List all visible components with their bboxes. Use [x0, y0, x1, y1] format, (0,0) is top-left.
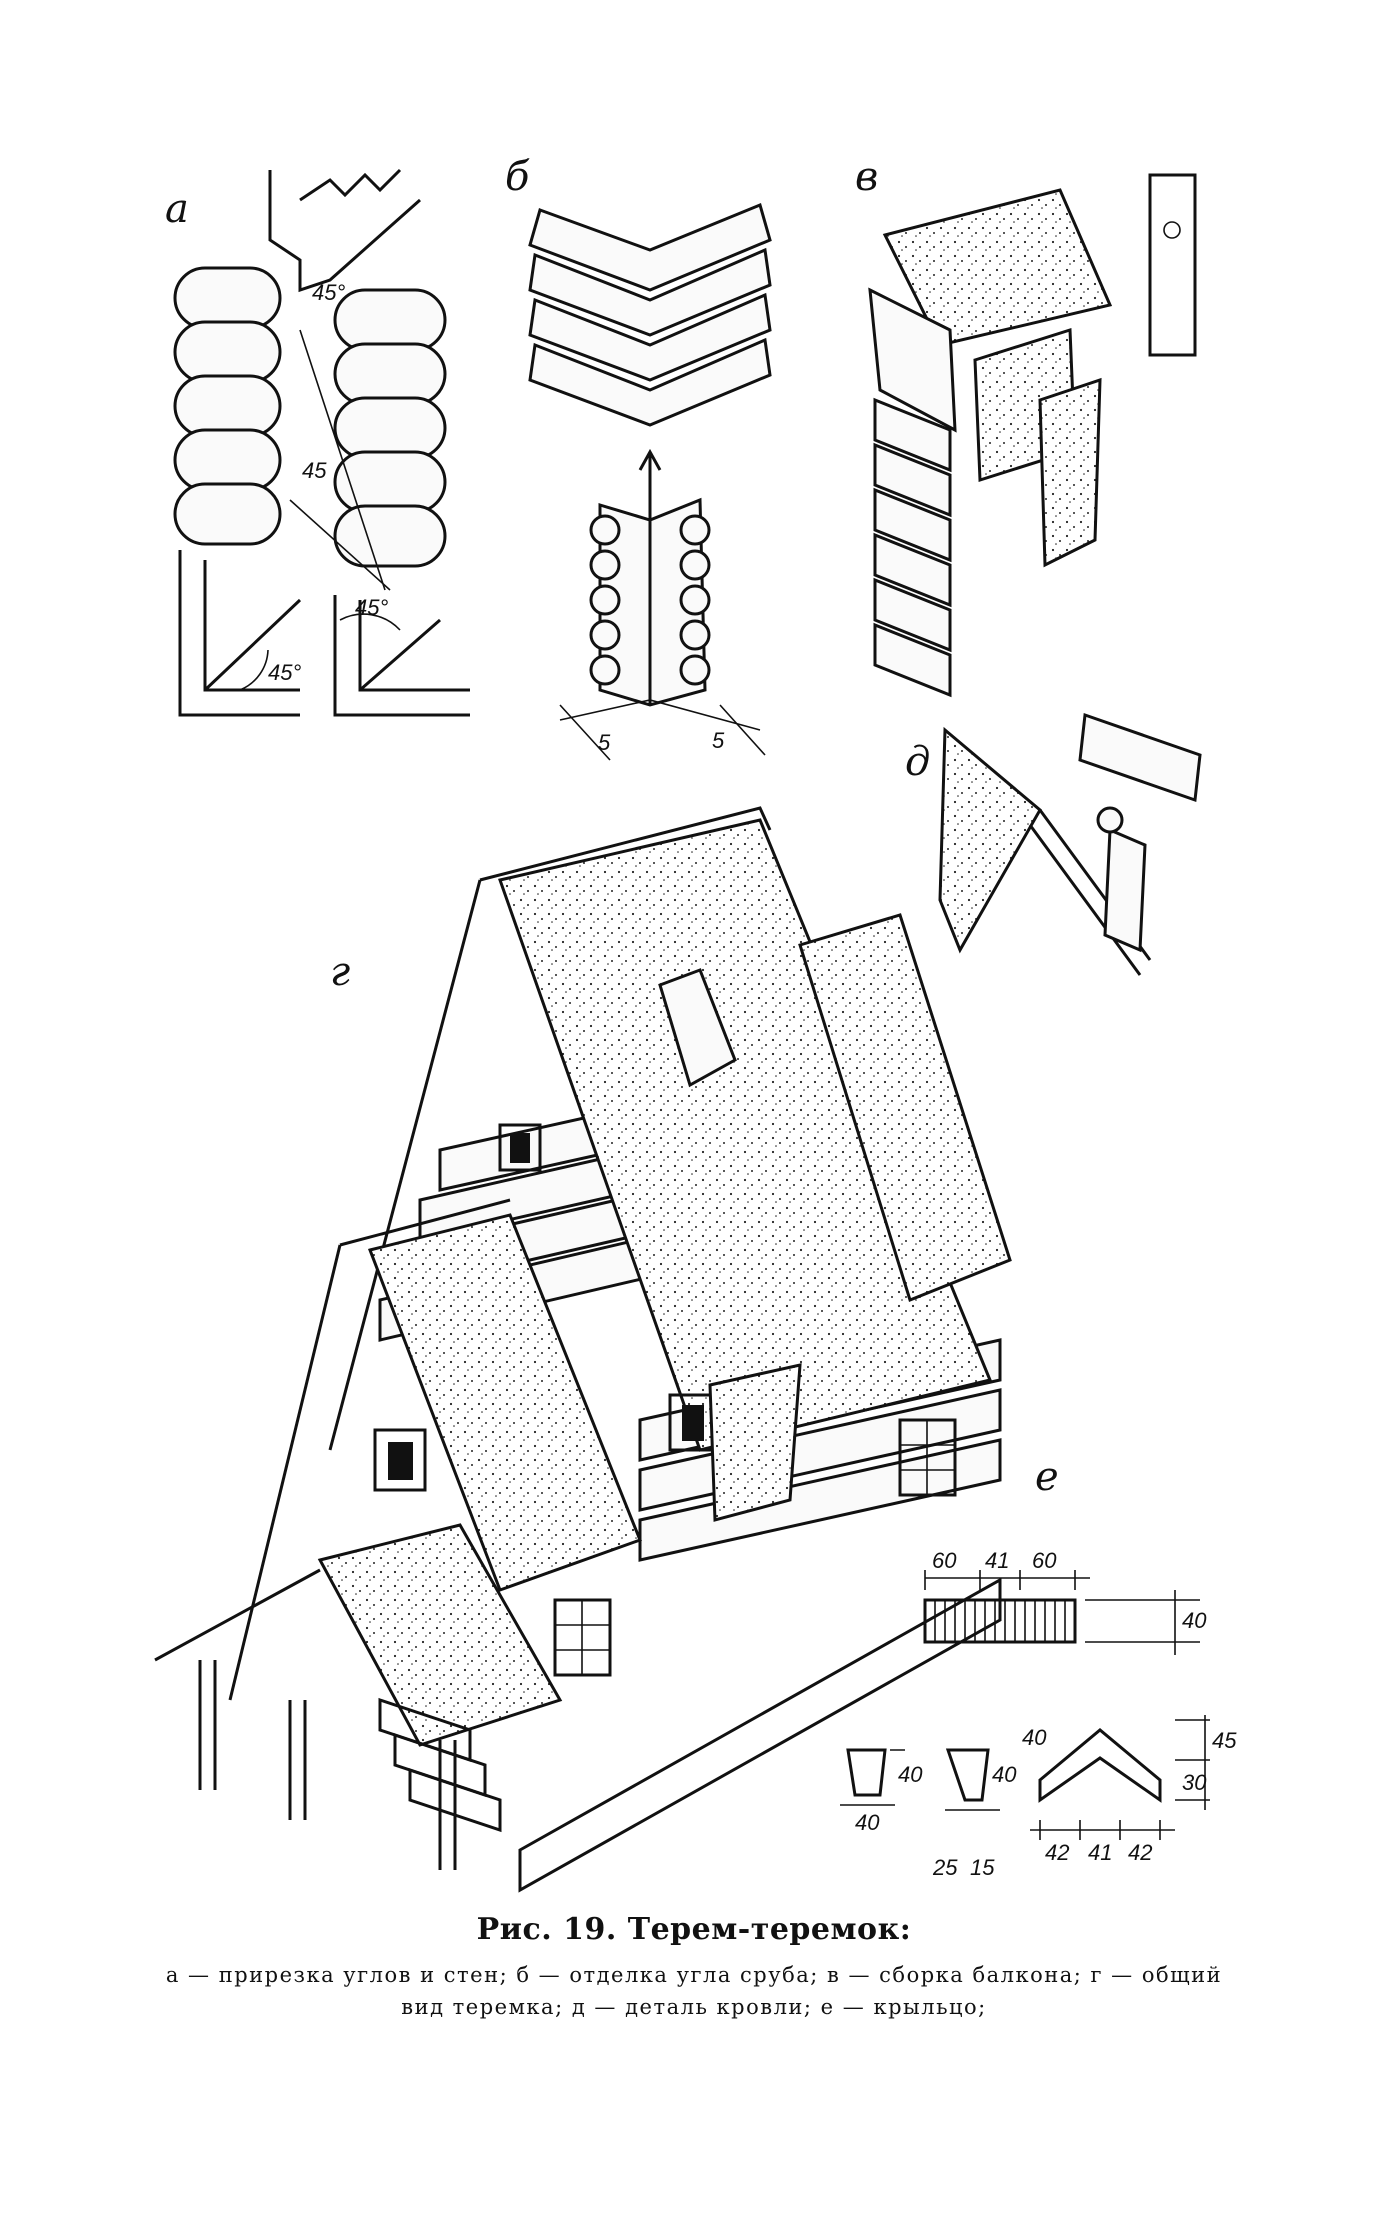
- dim-e-arch-w1: 42: [1045, 1840, 1069, 1865]
- angle-label-mid: 45: [302, 458, 327, 483]
- bracket-hole: [1096, 806, 1124, 834]
- window-upper: [498, 1123, 542, 1172]
- main-gable-edge: [328, 879, 482, 1451]
- dim-e-wedge-w2: 15: [970, 1855, 995, 1880]
- arrow-head: [638, 448, 662, 471]
- dim-tick-a: [559, 704, 611, 761]
- dim-corner-a: 5: [598, 730, 611, 755]
- caption-legend-line-1: а — прирезка углов и стен; б — отделка у…: [165, 1963, 1223, 1987]
- porch-posts: [198, 1660, 457, 1870]
- drawing-svg: а: [154, 154, 1237, 1893]
- dim-e-arch-h3: 30: [1182, 1770, 1207, 1795]
- leader-line-1: [299, 329, 386, 591]
- panel-label-a: а: [165, 186, 189, 232]
- log-stack-left: [173, 266, 282, 546]
- front-gable-ridge: [339, 1198, 511, 1247]
- dim-e-wedge-w1: 25: [932, 1855, 958, 1880]
- panel-a: а: [165, 168, 470, 717]
- porch-roof: [317, 1523, 563, 1747]
- ridge-log: [1078, 712, 1202, 803]
- panel-g: г: [154, 806, 1012, 1893]
- dim-e-height: 40: [1182, 1608, 1207, 1633]
- angle-label-corner-left: 45°: [268, 660, 301, 685]
- panel-d: д: [905, 712, 1202, 976]
- dim-e-small-w: 40: [855, 1810, 880, 1835]
- dim-e-top-2: 41: [985, 1548, 1009, 1573]
- porch-board-drawing: [923, 1570, 1200, 1655]
- baluster-ornament: [1163, 221, 1181, 239]
- porch-wedge: [945, 1748, 1000, 1811]
- leader-line-2: [289, 499, 391, 591]
- corner-detail-right: 45°: [333, 595, 470, 717]
- bracket: [1103, 827, 1147, 953]
- panel-label-g: г: [330, 949, 350, 995]
- dim-e-small-h: 40: [898, 1762, 923, 1787]
- house-base: [518, 1577, 1002, 1893]
- technical-drawing: а: [154, 154, 1237, 1893]
- log-stack-right: [333, 288, 447, 568]
- figure-caption: Рис. 19. Терем-теремок: а — прирезка угл…: [90, 1912, 1298, 2023]
- dim-corner-b: 5: [712, 728, 725, 753]
- porch-stairs: [378, 1697, 502, 1833]
- dim-e-arch-h2: 45: [1212, 1728, 1237, 1753]
- front-gable-roof: [367, 1213, 642, 1592]
- dim-e-wedge-h: 40: [992, 1762, 1017, 1787]
- front-gable-edge: [228, 1244, 342, 1701]
- panel-e: е 60 41 60 40 40 40: [840, 1454, 1237, 1880]
- window-front-gable: [373, 1428, 427, 1492]
- corner-detail-left: 45°: [178, 550, 301, 717]
- panel-label-b: б: [505, 154, 530, 200]
- joint-profile: [268, 170, 421, 293]
- dim-e-arch-w3: 42: [1128, 1840, 1152, 1865]
- dimension-base: [559, 699, 761, 731]
- dim-tick-b: [719, 704, 766, 756]
- balcony-roof: [882, 188, 1113, 347]
- panel-b: б: [505, 154, 772, 761]
- corner-logs-chevron: [528, 202, 772, 427]
- porch-arch: [1030, 1715, 1210, 1840]
- main-roof: [498, 818, 993, 1452]
- caption-legend-line-2: вид теремка; д — деталь кровли; е — крыл…: [401, 1995, 987, 2019]
- back-roof: [798, 913, 1012, 1302]
- dim-e-top-3: 60: [1032, 1548, 1057, 1573]
- window-carved-1: [553, 1598, 612, 1677]
- main-roof-ridge: [479, 806, 772, 882]
- corner-post-detail: [589, 497, 711, 707]
- roof-detail-surface: [938, 726, 1042, 954]
- dim-e-arch-w2: 41: [1088, 1840, 1112, 1865]
- balcony-post-logs: [873, 397, 952, 698]
- balcony-rail: [1038, 377, 1102, 568]
- angle-label-corner-right: 45°: [355, 595, 388, 620]
- roof-dormer: [658, 968, 737, 1088]
- balcony-baluster: [1148, 173, 1197, 357]
- joint-teeth: [299, 168, 402, 202]
- panel-label-v: в: [855, 154, 878, 200]
- window-carved-2: [898, 1418, 957, 1497]
- balcony-side-board: [868, 287, 957, 433]
- dim-e-top-1: 60: [932, 1548, 957, 1573]
- porch-small-block: [840, 1748, 905, 1806]
- caption-title: Рис. 19. Терем-теремок:: [476, 1912, 912, 1947]
- dim-e-arch-h1: 40: [1022, 1725, 1047, 1750]
- house-balcony: [708, 1363, 802, 1522]
- porch-eave: [154, 1568, 321, 1662]
- angle-label-top: 45°: [312, 280, 345, 305]
- panel-v: в: [855, 154, 1197, 698]
- panel-label-d: д: [905, 739, 930, 785]
- panel-label-e: е: [1035, 1454, 1059, 1500]
